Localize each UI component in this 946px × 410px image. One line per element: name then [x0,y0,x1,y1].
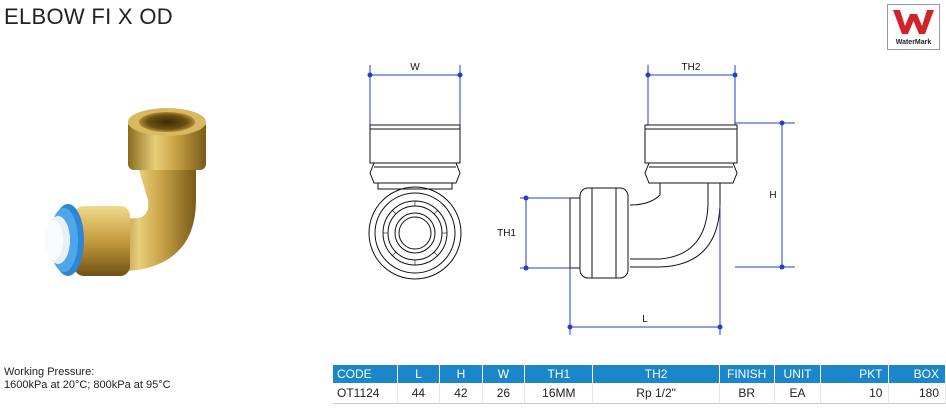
cell-unit: EA [774,383,822,404]
cell-l: 44 [397,383,441,404]
cell-h: 42 [439,383,483,404]
cell-w: 26 [482,383,526,404]
page-title: ELBOW FI X OD [4,4,173,29]
col-header-code: CODE [333,365,398,383]
col-header-l: L [397,365,441,383]
col-header-box: BOX [888,365,946,383]
cell-code: OT1124 [333,383,398,404]
cell-pkt: 10 [820,383,890,404]
working-pressure: Working Pressure: 1600kPa at 20°C; 800kP… [4,366,171,392]
watermark-logo: WaterMark [887,4,940,50]
dim-label-th2: TH2 [682,62,701,73]
col-header-unit: UNIT [774,365,822,383]
col-header-finish: FINISH [719,365,775,383]
col-header-th2: TH2 [592,365,720,383]
spec-table: CODE L H W TH1 TH2 FINISH UNIT PKT BOX O… [333,365,946,404]
working-pressure-value: 1600kPa at 20°C; 800kPa at 95°C [4,379,171,391]
dim-label-h: H [769,190,776,201]
cell-th1: 16MM [524,383,594,404]
dim-label-w: W [410,62,420,73]
cell-box: 180 [888,383,946,404]
cell-th2: Rp 1/2" [592,383,720,404]
col-header-w: W [482,365,526,383]
col-header-h: H [439,365,483,383]
watermark-w-icon [893,10,934,34]
working-pressure-label: Working Pressure: [4,366,95,378]
dim-label-th1: TH1 [497,228,516,239]
spec-table-header-row: CODE L H W TH1 TH2 FINISH UNIT PKT BOX [333,365,946,383]
col-header-pkt: PKT [820,365,890,383]
watermark-label: WaterMark [895,39,932,46]
technical-drawing: W TH2 H TH1 L [367,62,795,335]
product-photo [45,108,206,276]
dim-label-l: L [642,314,648,325]
col-header-th1: TH1 [524,365,594,383]
table-row: OT1124 44 42 26 16MM Rp 1/2" BR EA 10 18… [333,383,946,404]
cell-finish: BR [719,383,775,404]
